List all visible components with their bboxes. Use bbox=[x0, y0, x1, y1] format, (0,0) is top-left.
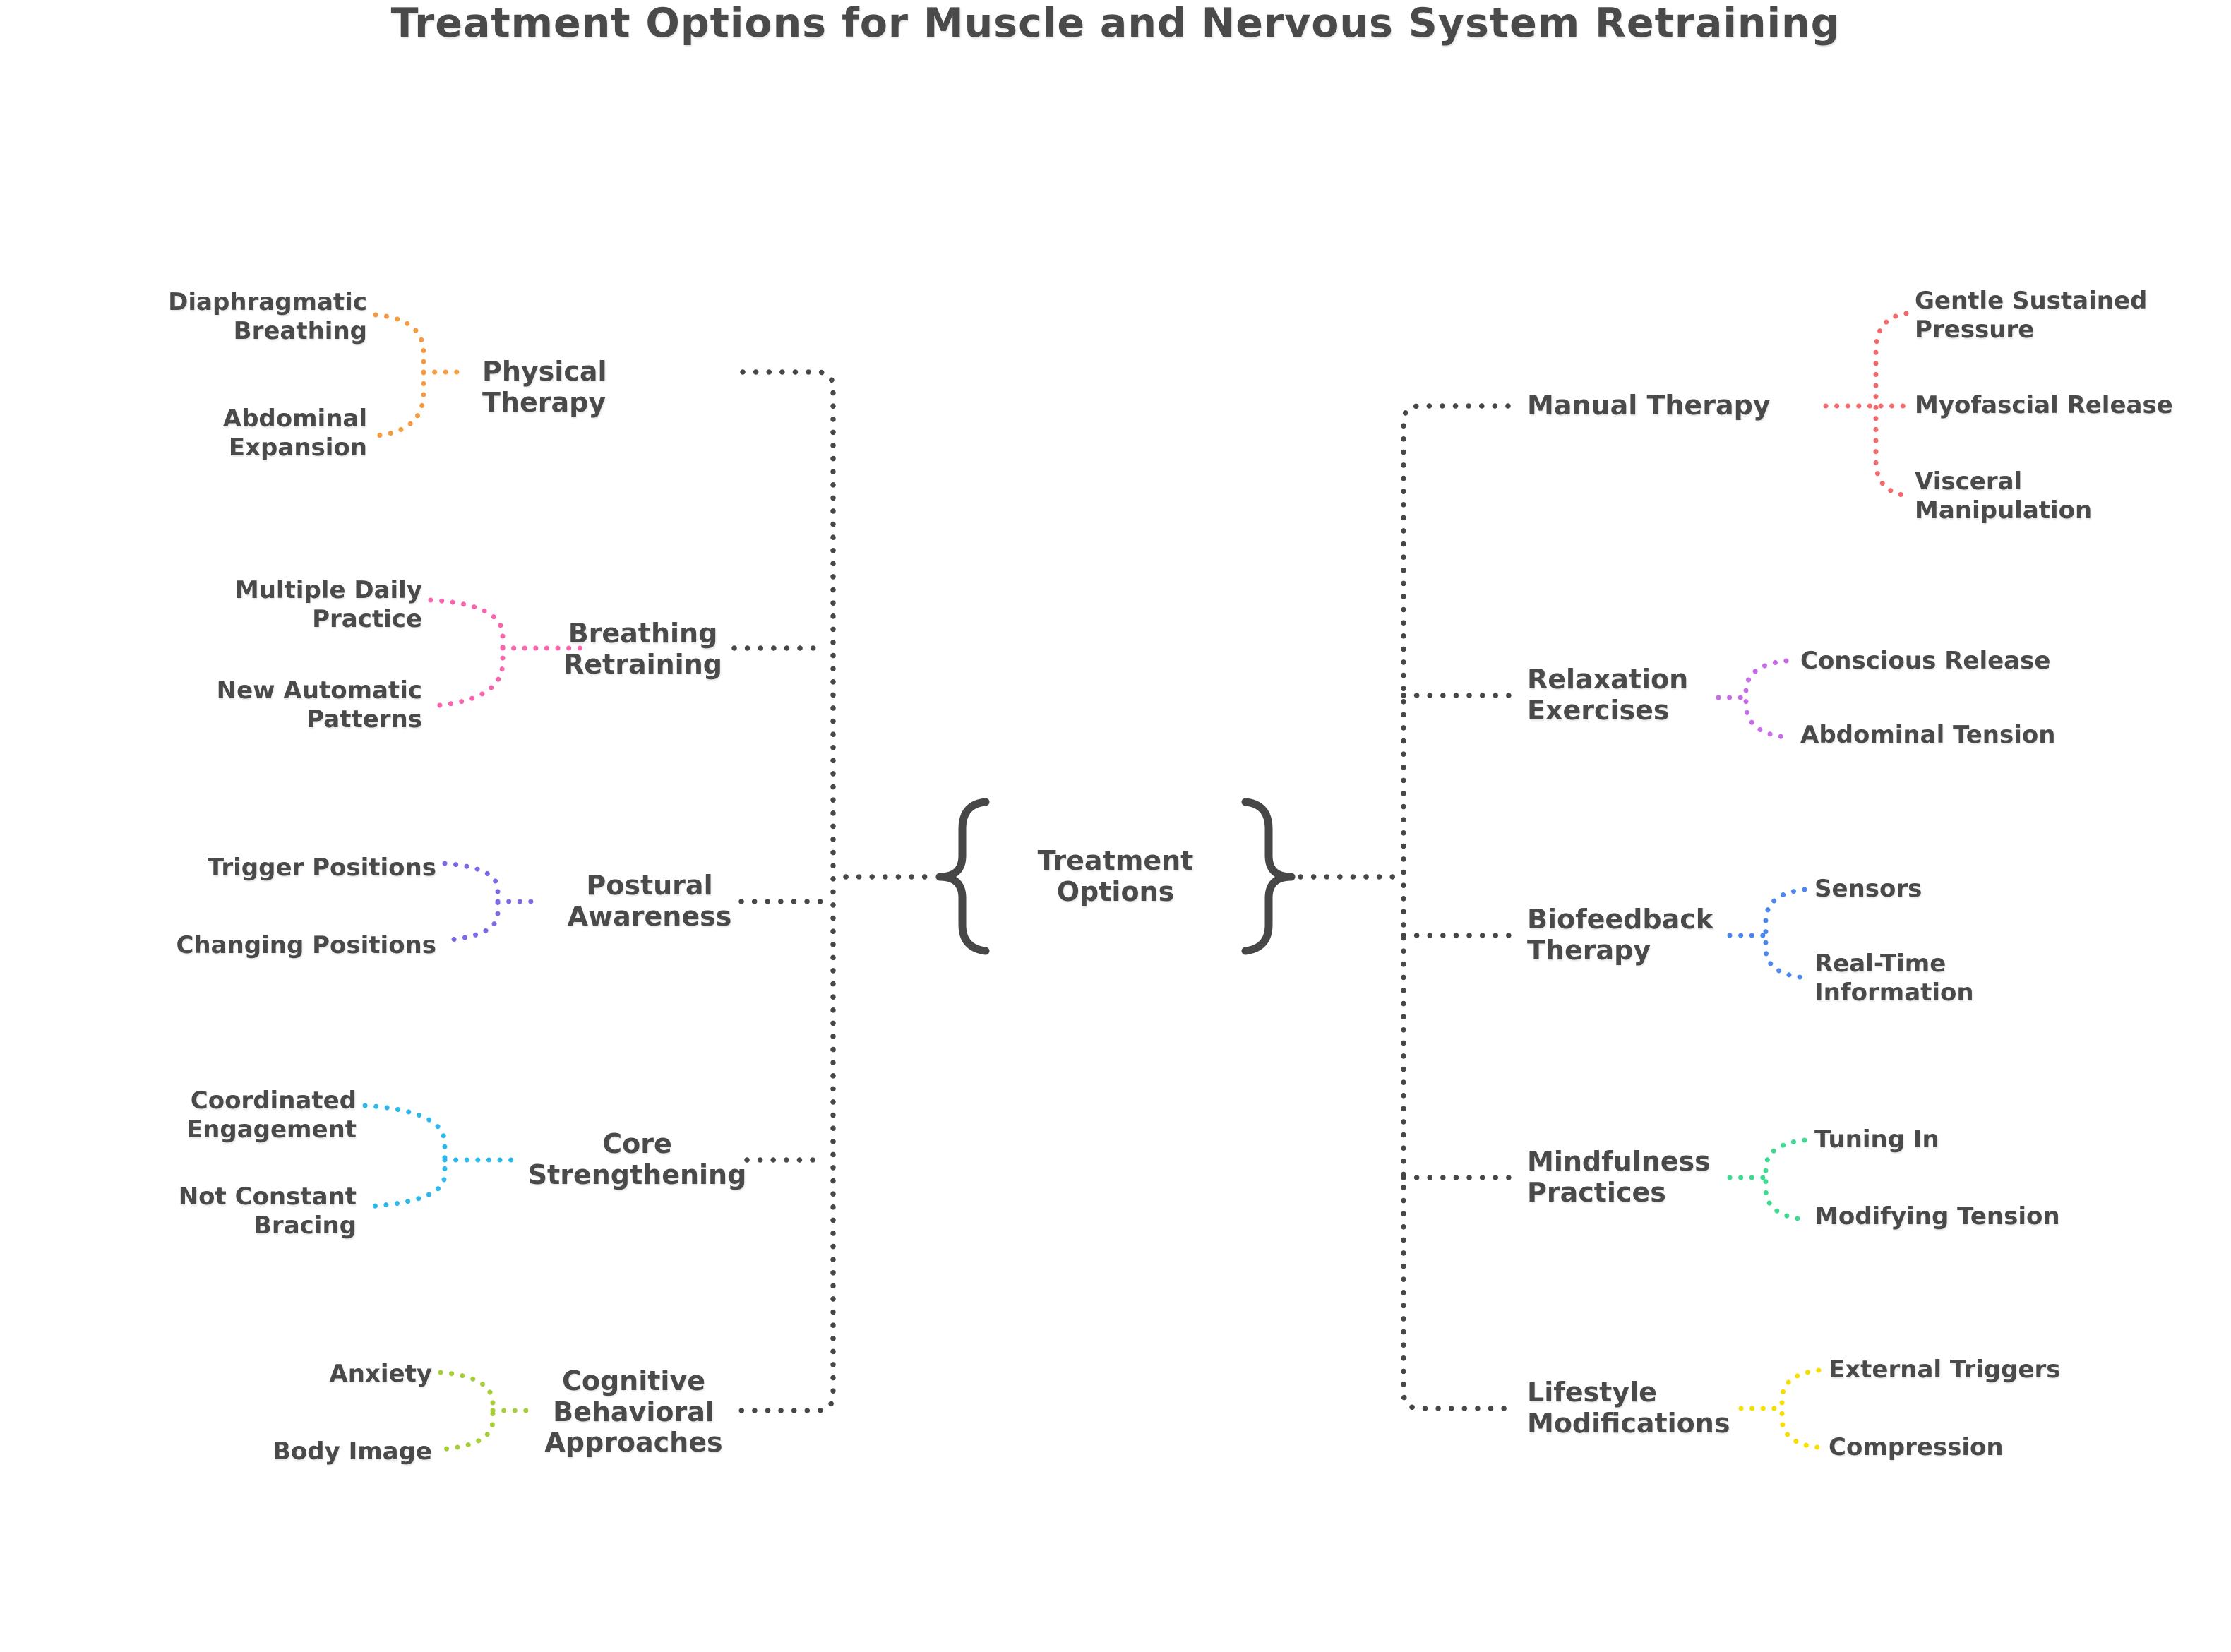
right-curly-brace bbox=[1241, 798, 1296, 955]
node-diaphragmatic-breathing: Diaphragmatic Breathing bbox=[168, 288, 367, 345]
node-anxiety: Anxiety bbox=[329, 1360, 432, 1388]
node-mindfulness-practices: Mindfulness Practices bbox=[1527, 1146, 1711, 1208]
bracket-cognitive-behavioral bbox=[436, 1370, 496, 1452]
node-not-constant-bracing: Not Constant Bracing bbox=[178, 1183, 357, 1240]
bracket-relaxation-exercises bbox=[1743, 658, 1789, 740]
bracket-biofeedback-therapy bbox=[1763, 887, 1807, 981]
node-modifying-tension: Modifying Tension bbox=[1814, 1202, 2060, 1231]
node-lifestyle-modifications: Lifestyle Modifications bbox=[1527, 1377, 1730, 1439]
node-visceral-manipulation: Visceral Manipulation bbox=[1915, 467, 2093, 525]
bracket-manual-therapy bbox=[1873, 311, 1909, 498]
bracket-breathing-retraining bbox=[428, 597, 506, 709]
node-abdominal-expansion: Abdominal Expansion bbox=[222, 405, 367, 462]
node-changing-positions: Changing Positions bbox=[176, 931, 436, 959]
node-trigger-positions: Trigger Positions bbox=[207, 854, 436, 882]
node-sensors: Sensors bbox=[1814, 875, 1922, 903]
node-compression: Compression bbox=[1829, 1433, 2004, 1461]
node-cognitive-behavioral-approaches: Cognitive Behavioral Approaches bbox=[544, 1365, 723, 1459]
node-physical-therapy: Physical Therapy bbox=[482, 356, 607, 418]
node-core-strengthening: Core Strengthening bbox=[527, 1128, 747, 1190]
bracket-mindfulness-practices bbox=[1763, 1137, 1807, 1222]
bracket-lifestyle-modifications bbox=[1779, 1367, 1822, 1450]
node-new-automatic-patterns: New Automatic Patterns bbox=[216, 676, 422, 734]
node-coordinated-engagement: Coordinated Engagement bbox=[186, 1087, 357, 1144]
bracket-core-strengthening bbox=[362, 1103, 448, 1209]
node-breathing-retraining: Breathing Retraining bbox=[563, 618, 722, 680]
bracket-physical-therapy bbox=[373, 312, 426, 438]
node-real-time-information: Real-Time Information bbox=[1814, 950, 1974, 1007]
node-gentle-sustained-pressure: Gentle Sustained Pressure bbox=[1915, 287, 2148, 344]
node-biofeedback-therapy: Biofeedback Therapy bbox=[1527, 904, 1714, 966]
node-relaxation-exercises: Relaxation Exercises bbox=[1527, 664, 1689, 726]
node-manual-therapy: Manual Therapy bbox=[1527, 390, 1771, 421]
node-myofascial-release: Myofascial Release bbox=[1915, 391, 2173, 419]
node-treatment-options: Treatment Options bbox=[1037, 845, 1194, 907]
node-postural-awareness: Postural Awareness bbox=[567, 870, 732, 932]
node-tuning-in: Tuning In bbox=[1814, 1125, 1939, 1154]
node-conscious-release: Conscious Release bbox=[1800, 647, 2051, 675]
bracket-postural-awareness bbox=[441, 861, 501, 943]
node-external-triggers: External Triggers bbox=[1829, 1355, 2061, 1384]
node-multiple-daily-practice: Multiple Daily Practice bbox=[234, 576, 422, 633]
page-title: Treatment Options for Muscle and Nervous… bbox=[390, 0, 1841, 47]
right-spine-connector bbox=[1401, 403, 1514, 1411]
node-abdominal-tension: Abdominal Tension bbox=[1800, 721, 2056, 749]
node-body-image: Body Image bbox=[272, 1437, 432, 1466]
left-curly-brace bbox=[935, 798, 990, 955]
left-spine-connector bbox=[737, 369, 836, 1413]
